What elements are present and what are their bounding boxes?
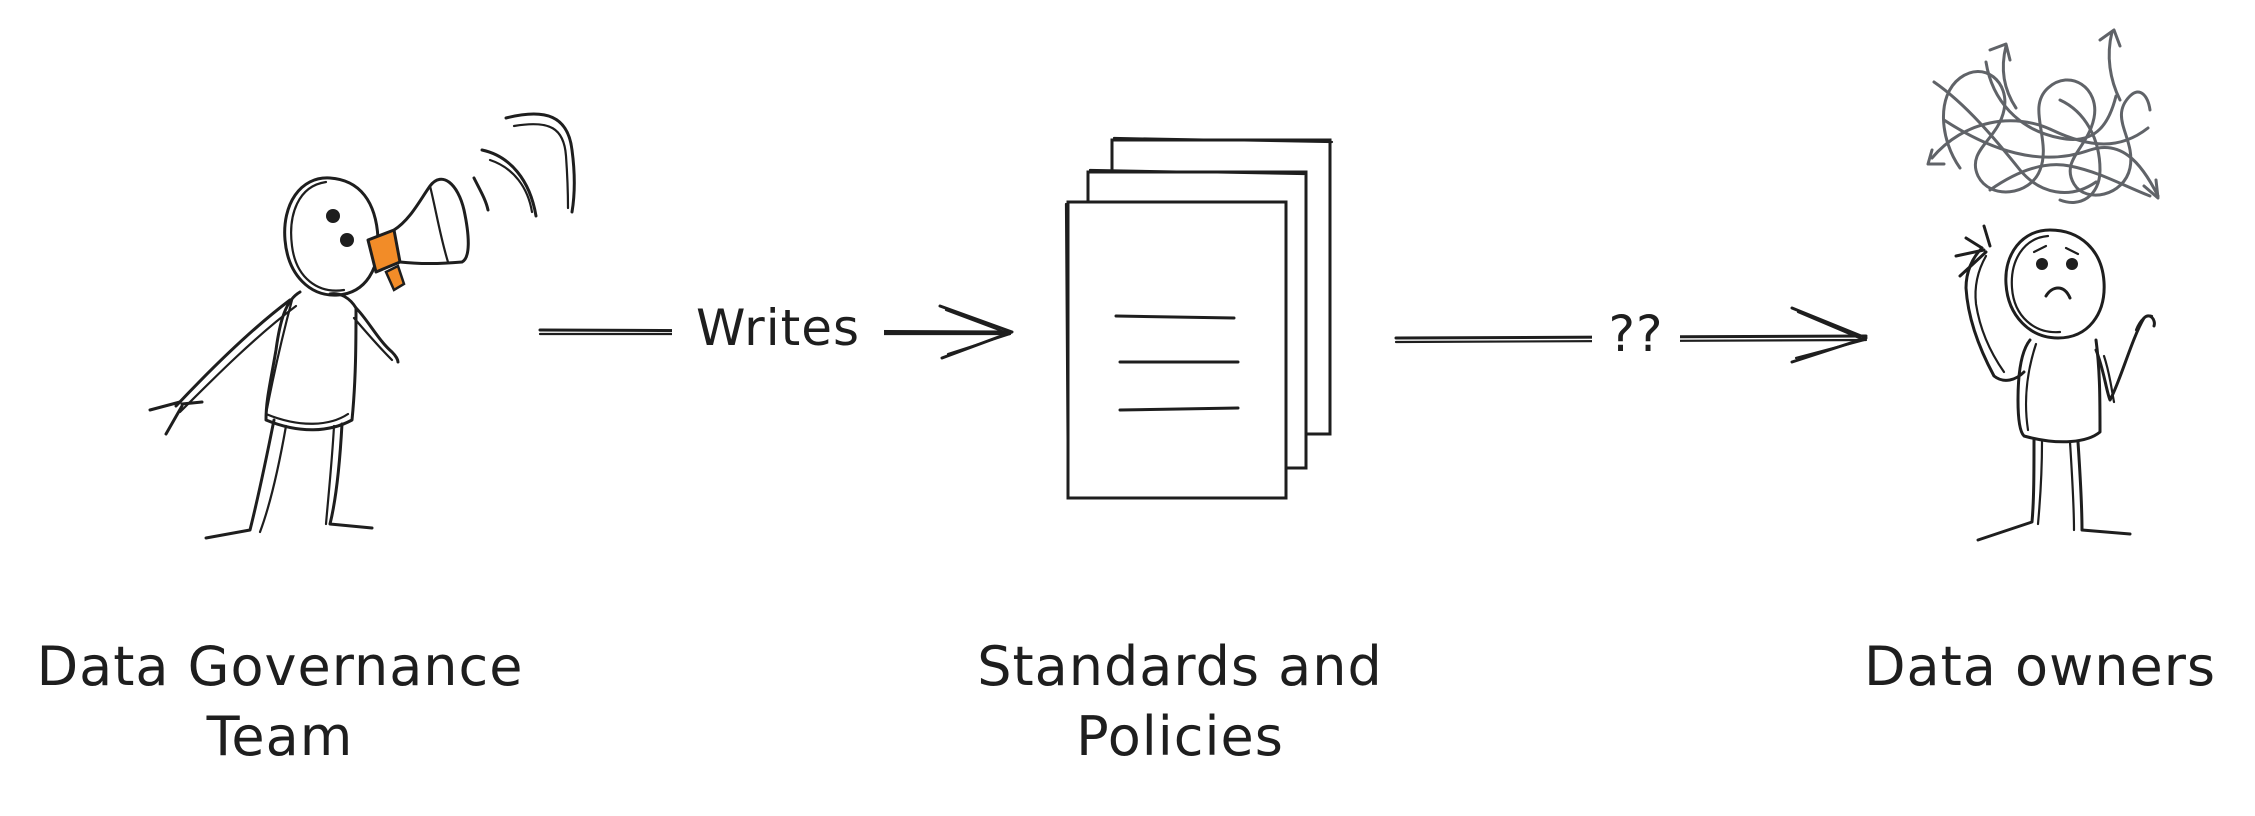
document-stack-icon xyxy=(1064,136,1334,500)
unknown-edge-label: ?? xyxy=(1592,302,1680,367)
governance-label-line2: Team xyxy=(206,705,354,769)
governance-label-line1: Data Governance xyxy=(36,635,524,698)
standards-policies-label: Standards and Policies xyxy=(920,632,1440,772)
owners-label-line1: Data owners xyxy=(1863,635,2217,698)
governance-team-label: Data Governance Team xyxy=(10,632,550,772)
writes-edge-label: Writes xyxy=(672,296,884,361)
person-with-megaphone-icon xyxy=(148,112,576,540)
scribble-icon xyxy=(1926,28,2160,204)
confused-person-icon xyxy=(1954,224,2156,542)
standards-label-line1: Standards and xyxy=(977,635,1383,698)
standards-label-line2: Policies xyxy=(1076,705,1284,769)
data-owners-label: Data owners xyxy=(1830,632,2250,702)
